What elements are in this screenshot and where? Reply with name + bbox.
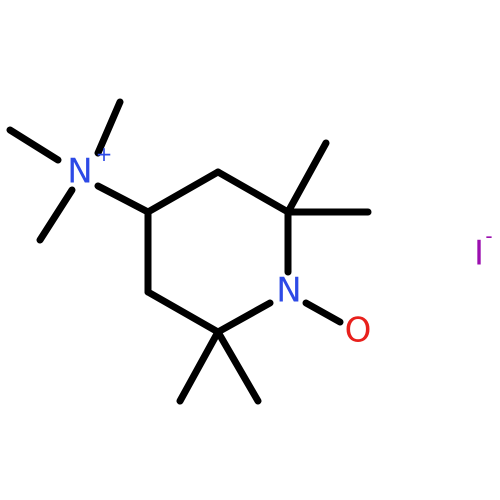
bond-c4-c3 <box>144 168 222 216</box>
bond-layer <box>6 98 372 405</box>
bond-n1-c6 <box>214 299 274 336</box>
bond-c6-methyl-left <box>176 328 222 405</box>
bond-c3-c2 <box>214 168 292 216</box>
bond-n-plus-c4 <box>94 182 152 216</box>
bond-n-plus-methyl-bottom <box>36 186 76 244</box>
bond-n-plus-methyl-left <box>6 126 62 164</box>
positive-charge-label: + <box>96 142 113 166</box>
bond-c6-c5 <box>144 288 222 336</box>
negative-charge-label: - <box>485 224 492 248</box>
quaternary-nitrogen-label: N <box>67 152 92 192</box>
bond-n1-oxygen <box>302 299 344 326</box>
iodide-label: I <box>474 234 484 274</box>
bond-c2-methyl-up <box>284 139 330 216</box>
ring-nitrogen-label: N <box>276 271 301 311</box>
oxygen-label: O <box>345 311 372 351</box>
atom-label-layer: N + N O I - <box>67 142 492 351</box>
bond-n-plus-methyl-top <box>94 98 124 157</box>
bond-c6-methyl-right <box>214 328 262 405</box>
